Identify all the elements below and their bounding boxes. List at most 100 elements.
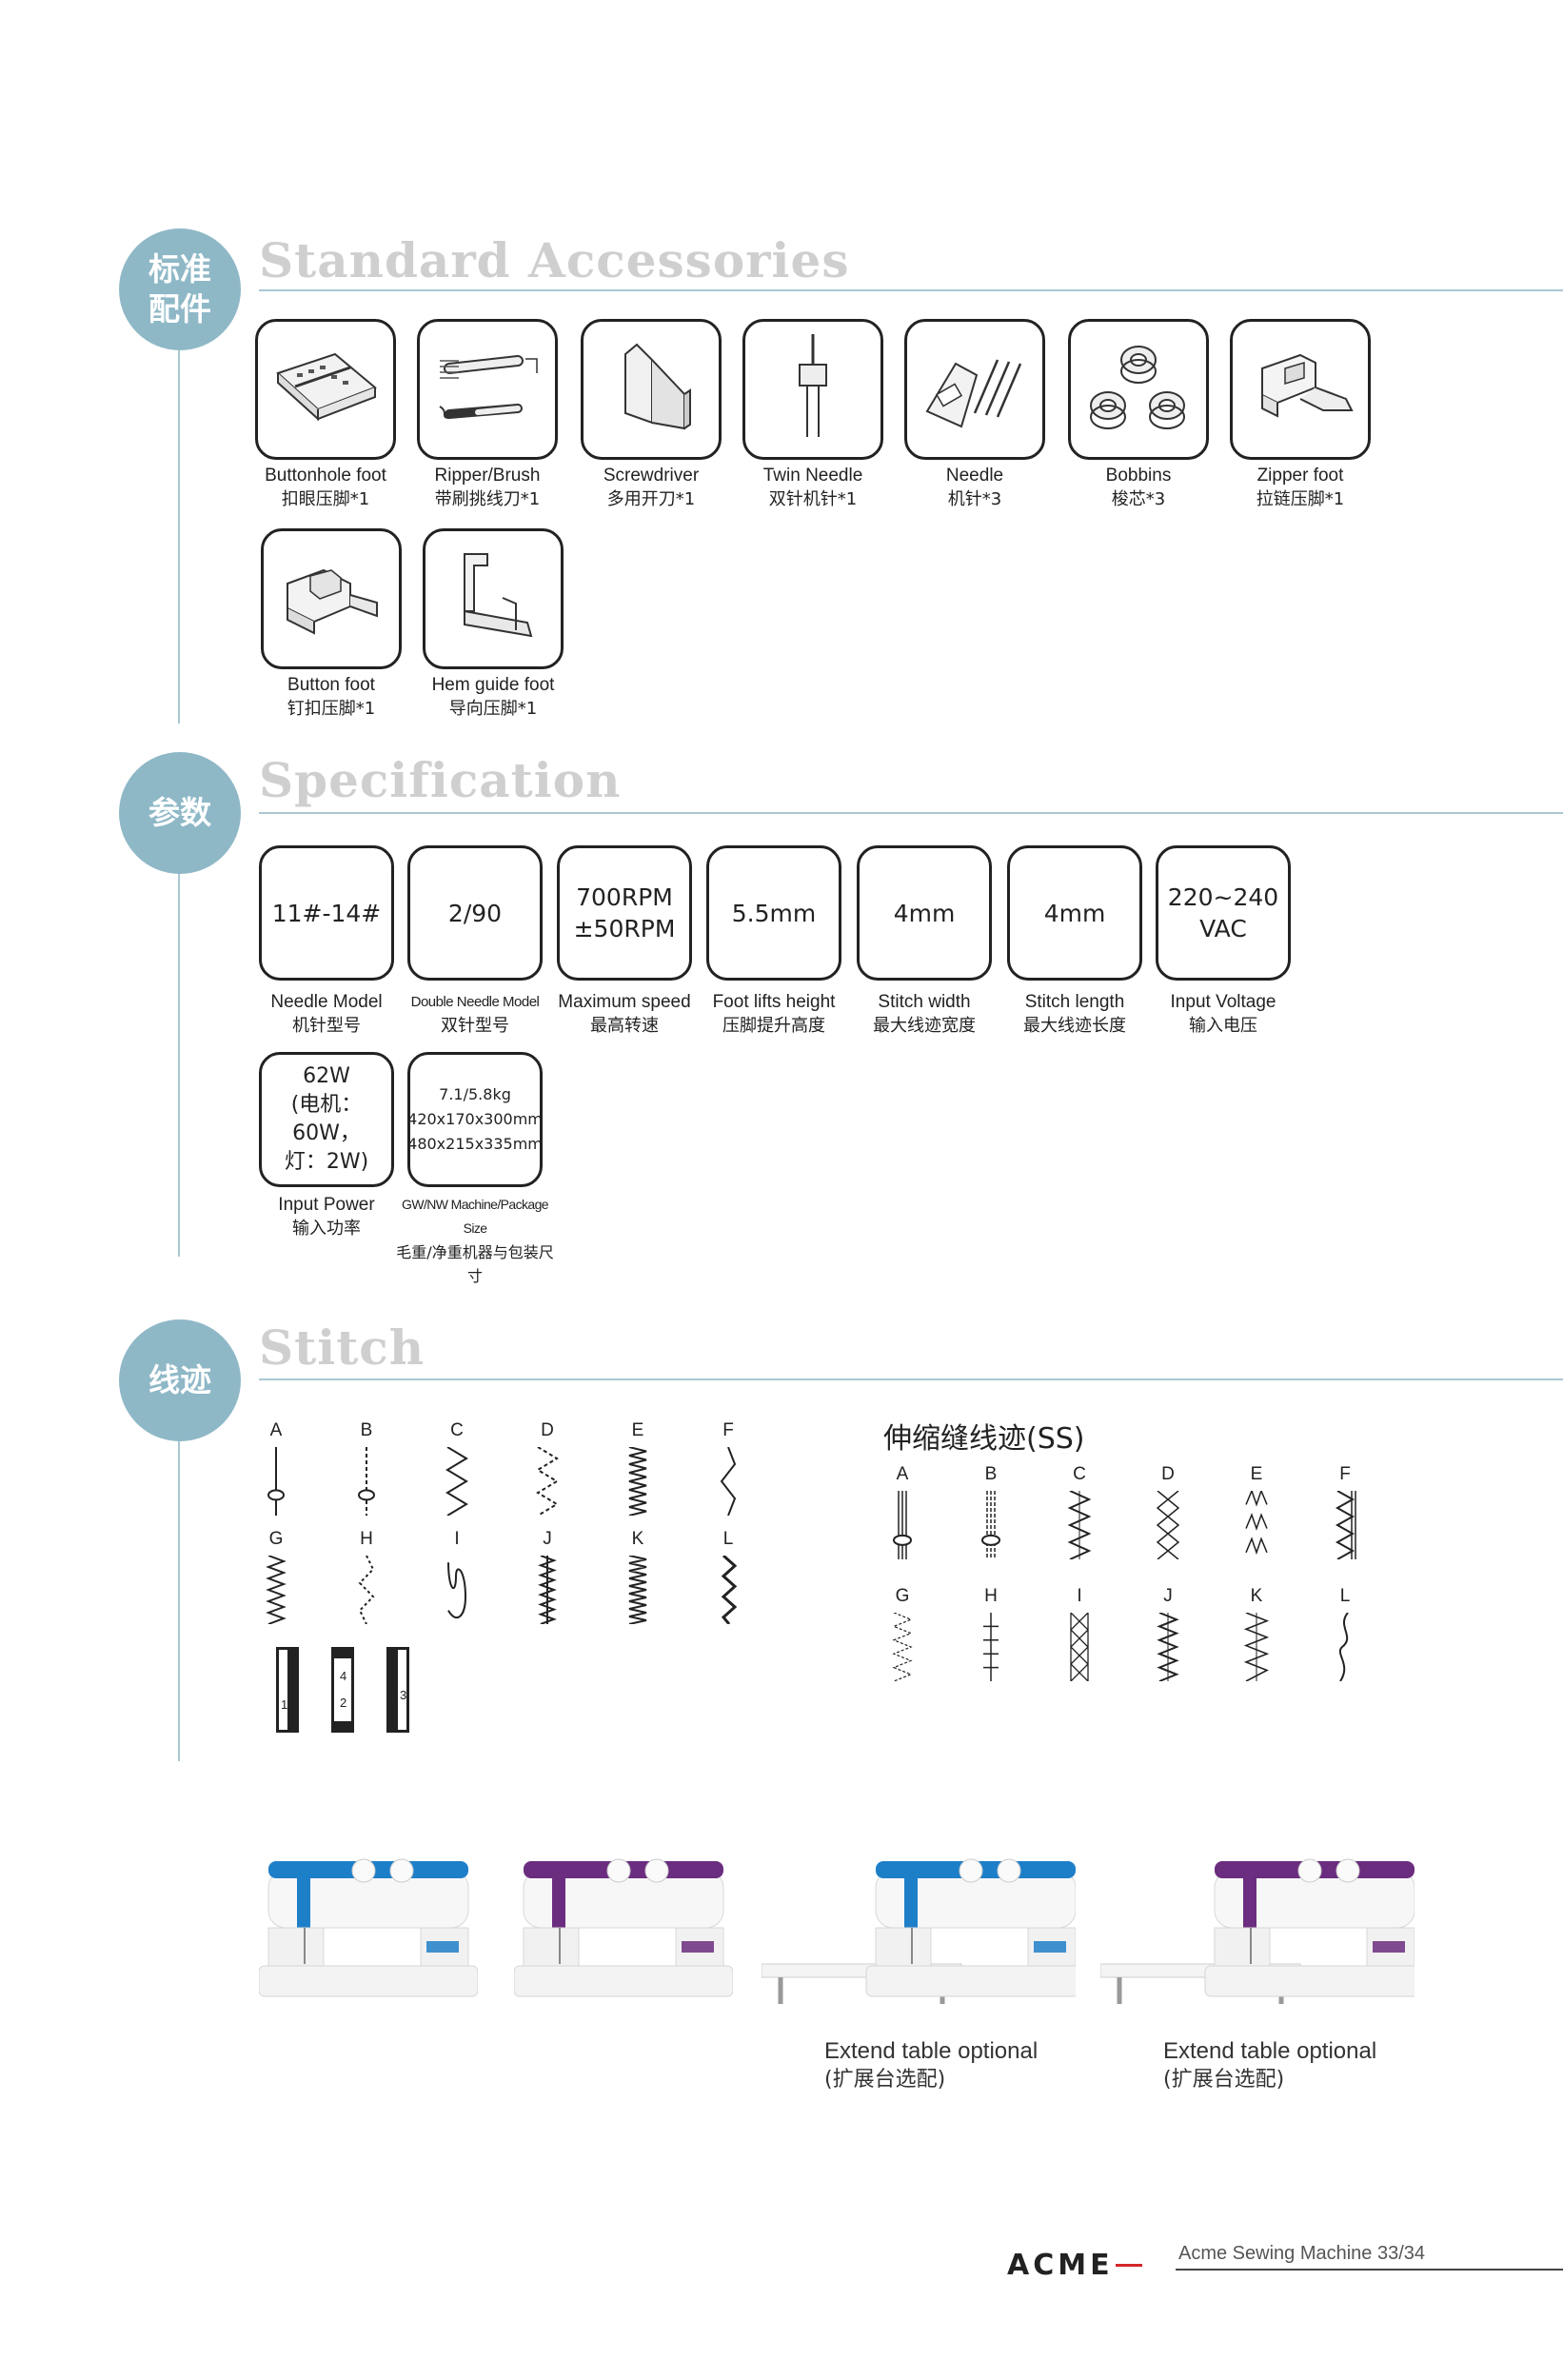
accessories-rule [259, 289, 1563, 291]
footer-rule [1176, 2269, 1563, 2271]
stitch-pattern-icon [628, 1447, 647, 1516]
stretch-stitch: J [1139, 1586, 1197, 1681]
spec-value: 4mm [1043, 899, 1106, 927]
twin-needle-icon [775, 330, 851, 449]
stitch-pattern-icon [1070, 1613, 1089, 1681]
stitch-letter: A [896, 1464, 909, 1484]
button-foot-icon [274, 549, 388, 649]
accessory-box [423, 528, 564, 669]
accessory-box [417, 319, 558, 460]
stitch-pattern-icon [893, 1491, 912, 1559]
extend-table-caption-zh: (扩展台选配) [824, 2068, 946, 2092]
accessory-name-zh: 机针*3 [947, 489, 1002, 509]
stitch-letter: B [984, 1464, 998, 1484]
stitch-pattern-icon [1067, 1491, 1092, 1559]
stitch-letter: K [631, 1529, 644, 1549]
spec-label-en: Double Needle Model [410, 994, 540, 1010]
stitch-letter: K [1250, 1586, 1263, 1606]
needle-icon [918, 335, 1032, 445]
stitch-pattern-icon [358, 1447, 375, 1516]
spec-label-en: Stitch length [1024, 992, 1125, 1012]
accessory-name-en: Needle [945, 466, 1004, 486]
stitch-letter: B [360, 1420, 373, 1440]
spec-value: 7.1/5.8kg 420x170x300mm 480x215x335mm [407, 1085, 543, 1153]
stitch-pattern-icon [892, 1613, 913, 1681]
spec-value: 2/90 [447, 899, 503, 927]
basic-stitch: H [338, 1529, 395, 1624]
buttonhole-foot-icon [268, 345, 383, 435]
spec-caption: Needle Model 机针型号 [246, 990, 407, 1038]
stitch-letter: J [1163, 1586, 1173, 1606]
stretch-stitch-title: 伸缩缝线迹(SS) [883, 1422, 1085, 1456]
basic-stitch: B [338, 1420, 395, 1516]
stitch-letter: H [360, 1529, 373, 1549]
spec-label-zh: 输入功率 [292, 1219, 361, 1239]
accessory-box [904, 319, 1045, 460]
screwdriver-icon [599, 335, 703, 445]
spec-label-zh: 最大线迹长度 [1023, 1016, 1126, 1036]
spec-label-zh: 最高转速 [590, 1016, 659, 1036]
stitch-letter: D [1161, 1464, 1175, 1484]
spec-label-en: Needle Model [270, 992, 383, 1012]
spec-value: 700RPM ±50RPM [573, 883, 676, 942]
buttonhole-step-3: 3 [386, 1647, 409, 1733]
stitch-letter: G [268, 1529, 284, 1549]
stretch-stitch: L [1316, 1586, 1374, 1681]
spec-label-en: Foot lifts height [712, 992, 836, 1012]
sewing-machine-image [258, 1842, 479, 2018]
stitch-pattern-icon [1335, 1491, 1356, 1559]
spec-value-box: 5.5mm [706, 845, 841, 981]
specification-badge-text: 参数 [148, 794, 211, 831]
basic-stitch: E [609, 1420, 666, 1516]
spec-value-box: 700RPM ±50RPM [557, 845, 692, 981]
basic-stitch: K [609, 1529, 666, 1624]
spec-label-en: Maximum speed [558, 992, 691, 1012]
basic-stitch: I [428, 1529, 485, 1624]
stitch-pattern-icon [981, 1491, 1000, 1559]
accessory-name-zh: 钉扣压脚*1 [287, 699, 376, 719]
specification-badge: 参数 [119, 752, 241, 874]
extend-table-caption: Extend table optional (扩展台选配) [824, 2037, 1038, 2094]
spec-label-zh: 压脚提升高度 [722, 1016, 825, 1036]
stretch-stitch: G [874, 1586, 931, 1681]
stitch-title: Stitch [259, 1319, 425, 1376]
stretch-stitch: A [874, 1464, 931, 1559]
spec-value-box: 4mm [1007, 845, 1142, 981]
stretch-stitch: E [1228, 1464, 1285, 1559]
accessory-caption: Needle 机针*3 [880, 464, 1070, 511]
accessory-box [1068, 319, 1209, 460]
accessory-name-en: Buttonhole foot [265, 466, 386, 486]
spec-label-zh: 最大线迹宽度 [873, 1016, 976, 1036]
buttonhole-label: 2 [340, 1696, 347, 1710]
stitch-letter: L [1339, 1586, 1351, 1606]
extend-table-caption: Extend table optional(扩展台选配) [1163, 2037, 1376, 2094]
stitch-letter: E [1250, 1464, 1263, 1484]
accessory-name-en: Hem guide foot [431, 675, 555, 695]
accessory-name-zh: 多用开刀*1 [606, 489, 696, 509]
spec-label-zh: 机针型号 [292, 1016, 361, 1036]
stretch-stitch: C [1051, 1464, 1108, 1559]
spec-value-box: 62W (电机：60W， 灯：2W) [259, 1052, 394, 1187]
footer-logo-accent [1116, 2264, 1142, 2267]
accessory-name-en: Bobbins [1105, 466, 1172, 486]
buttonhole-step-1: 1 [276, 1647, 299, 1733]
stitch-letter: C [1073, 1464, 1086, 1484]
stitch-pattern-icon [720, 1447, 737, 1516]
stretch-stitch: K [1228, 1586, 1285, 1681]
basic-stitch: F [700, 1420, 757, 1516]
stitch-pattern-icon [1243, 1613, 1270, 1681]
footer-brand: ACME [1007, 2249, 1114, 2282]
extend-table-caption-en: Extend table optional [824, 2038, 1039, 2064]
stretch-stitch: H [962, 1586, 1019, 1681]
stitch-letter: H [984, 1586, 998, 1606]
stitch-pattern-icon [983, 1613, 999, 1681]
spec-value: 62W (电机：60W， 灯：2W) [284, 1064, 369, 1174]
